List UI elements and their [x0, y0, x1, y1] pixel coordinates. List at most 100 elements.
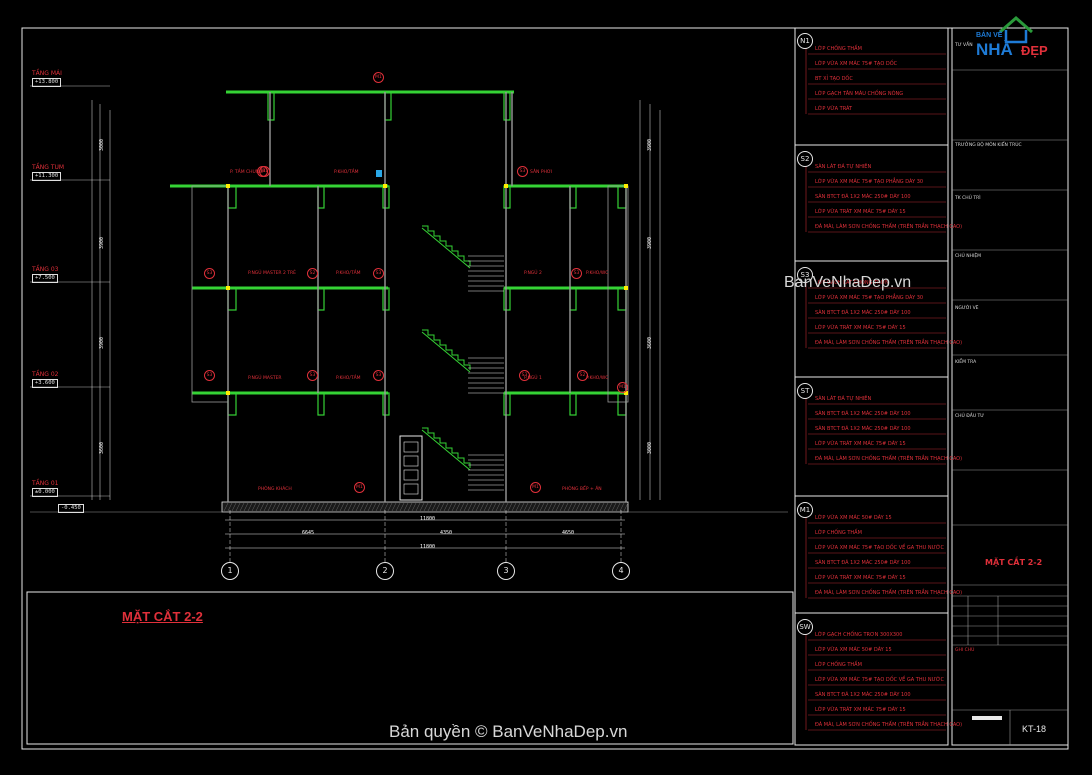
ground-hatch	[295, 502, 301, 512]
ground-slab	[221, 501, 629, 513]
ground-hatch	[611, 502, 617, 512]
ground-hatch	[287, 502, 293, 512]
column-marker	[624, 391, 628, 395]
beam	[384, 91, 392, 121]
ground-hatch	[335, 502, 341, 512]
door-panel	[403, 455, 419, 467]
ground-hatch	[279, 502, 285, 512]
door-panel	[403, 469, 419, 481]
title-block-row: CHỦ NHIỆM	[955, 254, 982, 259]
legend-line: LỚP VỮA XM MÁC 50# DÀY 15	[815, 515, 892, 521]
ground-hatch	[439, 502, 445, 512]
ground-hatch	[311, 502, 317, 512]
ground-hatch	[555, 502, 561, 512]
title-block-header: TƯ VẤN	[955, 31, 973, 50]
logo-text-ban-ve: BẢN VẼ	[976, 32, 1003, 39]
floor-finish-tag: S3	[204, 268, 215, 279]
ground-hatch	[399, 502, 405, 512]
ground-hatch	[579, 502, 585, 512]
ground-hatch	[367, 502, 373, 512]
ground-hatch	[223, 502, 229, 512]
ground-hatch	[355, 502, 361, 512]
floor-finish-tag: S3	[373, 268, 384, 279]
house-logo-icon	[999, 16, 1033, 44]
vertical-dimension: 3600	[99, 441, 106, 455]
legend-line: LỚP VỮA XM MÁC 75# TẠO PHẲNG DÀY 30	[815, 295, 924, 301]
ground-hatch	[415, 502, 421, 512]
floor-finish-tag: M1	[530, 482, 541, 493]
beam	[617, 287, 627, 311]
room-label: P.KHO/TẮM	[334, 170, 359, 175]
ground-hatch	[251, 502, 257, 512]
column-marker	[226, 286, 230, 290]
ground-hatch	[483, 502, 489, 512]
legend-line: ĐÁ MÀI, LÀM SƠN CHỐNG THẤM (TRÊN TRẦN TH…	[815, 456, 963, 462]
grid-axis-bubble: 2	[376, 562, 394, 580]
room-label: SÂN PHƠI	[530, 170, 553, 175]
span-dimension: 4650	[562, 530, 575, 536]
room-label: PHÒNG BẾP + ĂN	[562, 487, 602, 492]
legend-line: LỚP GẠCH LÁT CHỐNG TRƠN	[815, 280, 889, 286]
brand-logo: BẢN VẼ NHÀ ĐẸP	[976, 14, 1068, 66]
ground-hatch	[303, 502, 309, 512]
room-label: P.KHO/TẮM	[336, 376, 361, 381]
legend-line: SÀN LÁT ĐÁ TỰ NHIÊN	[815, 164, 872, 170]
ground-hatch	[231, 502, 237, 512]
legend-line: SÀN BTCT ĐÁ 1X2 MÁC 250# DÀY 100	[815, 426, 911, 432]
column-marker	[383, 184, 387, 188]
beam	[382, 287, 390, 311]
ground-hatch	[411, 502, 417, 512]
vertical-dimension: 3000	[99, 138, 106, 152]
legend-line: LỚP VỮA TRÁT XM MÁC 75# DÀY 15	[815, 209, 906, 215]
vertical-dimension: 3900	[99, 336, 106, 350]
right-balcony	[607, 185, 629, 403]
level-name: TẦNG TUM	[32, 164, 65, 171]
stair-stringer	[421, 331, 471, 373]
beam	[317, 392, 325, 416]
ground-hatch	[291, 502, 297, 512]
legend-line: LỚP VỮA XM MÁC 50# DÀY 15	[815, 647, 892, 653]
ground-hatch	[495, 502, 501, 512]
floor-finish-tag: S3	[204, 370, 215, 381]
level-elevation: +13.800	[32, 78, 62, 87]
ground-hatch	[299, 502, 305, 512]
ground-hatch	[567, 502, 573, 512]
legend-code-bubble: S2	[797, 151, 813, 167]
beam	[503, 287, 511, 311]
beam	[503, 392, 511, 416]
ground-hatch	[235, 502, 241, 512]
title-block-row: KIỂM TRA	[955, 360, 977, 365]
ground-hatch	[375, 502, 381, 512]
ground-elevation: -0.450	[58, 504, 84, 513]
ground-hatch	[331, 502, 337, 512]
ground-hatch	[587, 502, 593, 512]
ground-hatch	[583, 502, 589, 512]
title-block-row: CHỦ ĐẦU TƯ	[955, 414, 985, 419]
ground-hatch	[255, 502, 261, 512]
ground-hatch	[275, 502, 281, 512]
ground-hatch	[475, 502, 481, 512]
ground-hatch	[407, 502, 413, 512]
stair-stringer	[421, 227, 471, 269]
vertical-dimension: 3000	[647, 441, 654, 455]
grid-axis-bubble: 3	[497, 562, 515, 580]
ground-hatch	[243, 502, 249, 512]
ground-hatch	[427, 502, 433, 512]
legend-line: ĐÁ MÀI, LÀM SƠN CHỐNG THẤM (TRÊN TRẦN TH…	[815, 590, 963, 596]
ground-hatch	[515, 502, 521, 512]
ground-hatch	[491, 502, 497, 512]
ground-hatch	[479, 502, 485, 512]
level-elevation: +3.600	[32, 379, 58, 388]
ground-hatch	[591, 502, 597, 512]
column-marker	[504, 184, 508, 188]
ground-hatch	[387, 502, 393, 512]
ground-hatch	[599, 502, 605, 512]
title-block-drawing-name: MẶT CẮT 2-2	[985, 558, 1043, 567]
ground-hatch	[391, 502, 397, 512]
legend-line: LỚP VỮA TRÁT XM MÁC 75# DÀY 15	[815, 707, 906, 713]
ground-hatch	[339, 502, 345, 512]
legend-line: LỚP VỮA XM MÁC 75# TẠO PHẲNG DÀY 30	[815, 179, 924, 185]
legend-line: LỚP VỮA TRÁT XM MÁC 75# DÀY 15	[815, 325, 906, 331]
copyright-watermark: Bản quyền © BanVeNhaDep.vn	[389, 722, 628, 741]
